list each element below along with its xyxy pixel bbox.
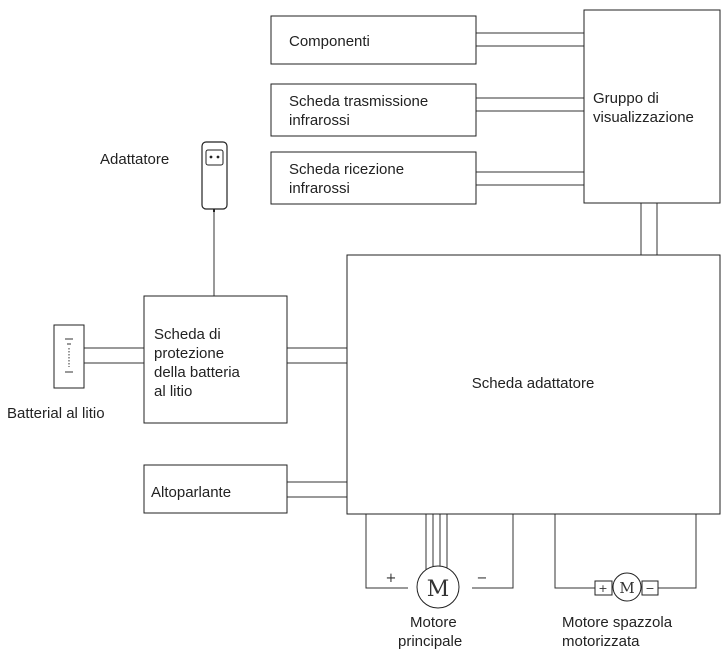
main-motor-letter: M [427, 577, 450, 602]
brush-motor-letter: M [619, 579, 634, 597]
adapter-board-label: Scheda adattatore [472, 375, 595, 392]
battery-icon [53, 324, 85, 389]
main-motor-plus-sign: + [386, 571, 397, 586]
adapter-board-box: Scheda adattatore [346, 254, 721, 515]
infrared-receiver-label-line2: infrarossi [289, 180, 350, 197]
brush-motor-label-line2: motorizzata [562, 633, 640, 650]
componenti-label: Componenti [289, 33, 370, 50]
display-group-box: Gruppo di visualizzazione [583, 9, 721, 204]
battery-protection-label-line3: della batteria [154, 364, 241, 381]
main-motor-icon: M [416, 565, 460, 609]
main-motor-minus-sign: − [477, 571, 488, 586]
speaker-label: Altoparlante [151, 484, 231, 501]
battery-protection-box: Scheda di protezione della batteria al l… [143, 295, 288, 424]
battery-label: Batterial al litio [7, 405, 105, 422]
battery-protection-label-line2: protezione [154, 345, 224, 362]
power-adapter-icon [201, 141, 228, 212]
brush-motor-label-line1: Motore spazzola [562, 614, 673, 631]
main-motor-label-line2: principale [398, 633, 462, 650]
infrared-transmitter-label-line2: infrarossi [289, 112, 350, 129]
connection-wires [84, 32, 697, 589]
infrared-receiver-label-line1: Scheda ricezione [289, 161, 404, 178]
brush-motor-icon: M [594, 572, 659, 602]
speaker-box: Altoparlante [143, 464, 288, 514]
battery-protection-label-line4: al litio [154, 383, 192, 400]
display-group-label-line2: visualizzazione [593, 109, 694, 126]
brush-motor-plus-sign: + [598, 582, 607, 595]
infrared-transmitter-box: Scheda trasmissione infrarossi [270, 83, 477, 137]
brush-motor-minus-sign: − [645, 582, 654, 595]
main-motor-label-line1: Motore [410, 614, 457, 631]
display-group-label-line1: Gruppo di [593, 90, 659, 107]
battery-protection-label-line1: Scheda di [154, 326, 221, 343]
componenti-box: Componenti [270, 15, 477, 65]
infrared-transmitter-label-line1: Scheda trasmissione [289, 93, 428, 110]
infrared-receiver-box: Scheda ricezione infrarossi [270, 151, 477, 205]
power-adapter-label: Adattatore [100, 151, 169, 168]
